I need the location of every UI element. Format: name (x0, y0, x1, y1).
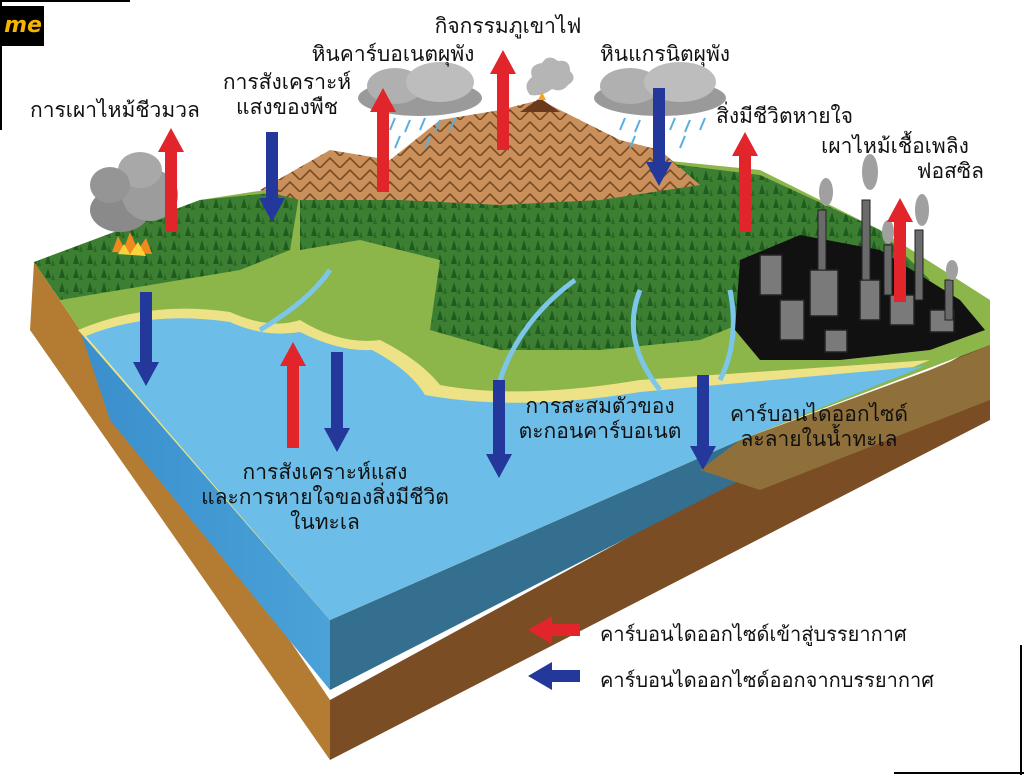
lava-glow (538, 92, 546, 100)
label-carbonate-sediment-line1: การสะสมตัวของ (525, 394, 675, 418)
label-ocean-dissolve-line2: ละลายในน้ำทะเล (740, 427, 898, 451)
label-ocean-dissolve: คาร์บอนไดออกไซด์ ละลายในน้ำทะเล (724, 402, 914, 452)
legend-out-of-atmosphere: คาร์บอนไดออกไซด์ออกจากบรรยากาศ (600, 668, 934, 692)
legend-into-arrow (528, 616, 580, 644)
forest-left (34, 190, 300, 300)
chimney-smoke (819, 154, 958, 280)
label-granite-weathering: หินแกรนิตผุพัง (599, 42, 731, 66)
label-marine-biology-line1: การสังเคราะห์แสง (242, 460, 408, 484)
frame-bottom-right-v (1020, 645, 1022, 775)
frame-bottom-right-h (894, 772, 1024, 774)
label-carbonate-sediment: การสะสมตัวของ ตะกอนคาร์บอเนต (510, 394, 690, 444)
arrow-ocean-dissolve-down (690, 375, 716, 470)
volcano-smoke (526, 57, 574, 96)
arrow-photosynthesis-plants-down (259, 132, 285, 222)
arrow-volcanic-up (490, 50, 516, 150)
volcano-peak (520, 98, 560, 112)
label-carbonate-sediment-line2: ตะกอนคาร์บอเนต (518, 419, 682, 443)
river-2 (630, 289, 662, 392)
label-photosynthesis-plants-line1: การสังเคราะห์ (222, 70, 352, 94)
frame-top-left-v (0, 0, 2, 130)
label-volcanic-activity: กิจกรรมภูเขาไฟ (434, 14, 582, 38)
label-ocean-dissolve-line1: คาร์บอนไดออกไซด์ (729, 402, 908, 426)
arrow-granite-weathering-down (646, 88, 672, 186)
label-respiration: สิ่งมีชีวิตหายใจ (716, 104, 854, 128)
arrow-marine-up (280, 342, 306, 448)
label-photosynthesis-plants-line2: แสงของพืช (236, 95, 338, 119)
label-photosynthesis-plants: การสังเคราะห์ แสงของพืช (212, 70, 362, 120)
label-biomass-burning: การเผาไหม้ชีวมวล (30, 98, 200, 122)
arrow-fossil-fuel-up (887, 198, 913, 302)
arrow-ocean-uptake-down (133, 292, 159, 386)
arrow-carbonate-weathering-up (370, 88, 396, 192)
ocean-right-face (330, 440, 760, 690)
label-fossil-fuel-line2: ฟอสซิล (916, 159, 984, 183)
seabed-slope (700, 345, 990, 490)
brand-logo: me (2, 6, 44, 46)
arrow-marine-down (324, 352, 350, 452)
label-marine-biology: การสังเคราะห์แสง และการหายใจของสิ่งมีชีว… (180, 460, 470, 535)
label-fossil-fuel: เผาไหม้เชื้อเพลิง ฟอสซิล (800, 134, 990, 184)
river-left (258, 268, 333, 333)
river-3 (717, 289, 736, 382)
label-marine-biology-line3: ในทะเล (290, 510, 360, 534)
arrow-respiration-up (732, 132, 758, 232)
factory-chimneys (817, 199, 954, 321)
arrow-biomass-burning-up (158, 128, 184, 232)
label-marine-biology-line2: และการหายใจของสิ่งมีชีวิต (201, 485, 449, 509)
mountain-range (260, 100, 700, 205)
legend-out-arrow (528, 662, 580, 690)
label-fossil-fuel-line1: เผาไหม้เชื้อเพลิง (821, 134, 969, 158)
legend-into-atmosphere: คาร์บอนไดออกไซด์เข้าสู่บรรยากาศ (600, 622, 907, 646)
river-1 (497, 277, 577, 381)
biomass-fire (90, 152, 178, 256)
ocean-left-face (80, 330, 330, 690)
arrow-carbonate-sediment-down (486, 380, 512, 478)
frame-top-left-h (0, 0, 130, 2)
label-carbonate-weathering: หินคาร์บอเนตผุพัง (311, 42, 475, 66)
flux-arrows (133, 50, 913, 478)
